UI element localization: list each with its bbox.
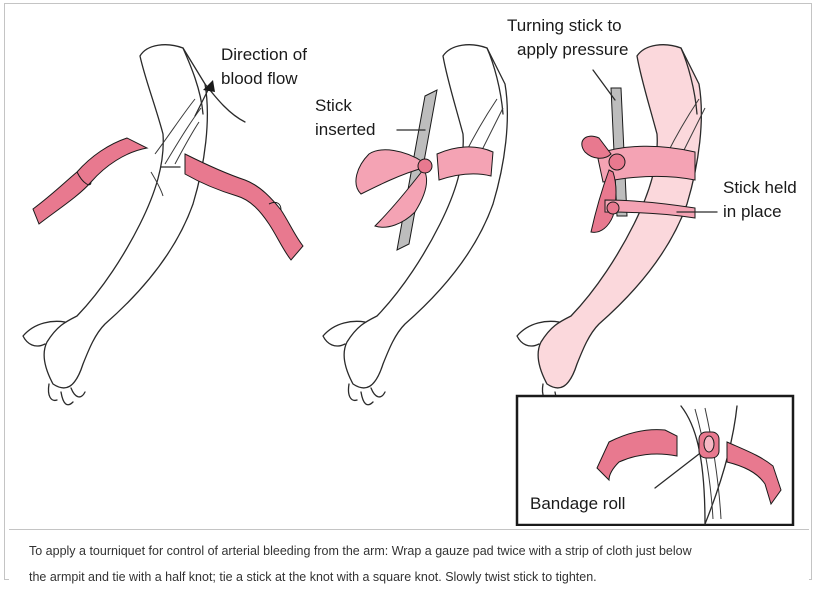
bandage-2-band xyxy=(437,147,493,180)
arm-1-outline xyxy=(44,45,207,388)
bandage-roll-icon xyxy=(699,432,719,458)
caption-line-2: the armpit and tie with a half knot; tie… xyxy=(29,564,803,590)
label-direction-of-blood-flow-line2: blood flow xyxy=(221,69,298,88)
bandage-strip-right xyxy=(185,154,303,260)
tourniquet-figure: Direction of blood flow Stick inserted T… xyxy=(4,3,812,580)
label-turning-stick-line1: Turning stick to xyxy=(507,16,622,35)
label-bandage-roll: Bandage roll xyxy=(530,494,625,513)
label-stick-inserted-line1: Stick xyxy=(315,96,352,115)
label-stick-inserted-line2: inserted xyxy=(315,120,375,139)
label-stick-held-line1: Stick held xyxy=(723,178,797,197)
panel-3-stick-twisted xyxy=(517,45,717,405)
bandage-strip-left xyxy=(33,138,147,224)
label-turning-stick-line2: apply pressure xyxy=(517,40,629,59)
label-stick-held-line2: in place xyxy=(723,202,782,221)
caption-line-1: To apply a tourniquet for control of art… xyxy=(29,538,803,564)
bandage-2-bow xyxy=(356,150,427,227)
panel-1-tourniquet-wrap xyxy=(23,45,303,405)
figure-caption: To apply a tourniquet for control of art… xyxy=(9,529,809,581)
label-direction-of-blood-flow-line1: Direction of xyxy=(221,45,307,64)
tourniquet-illustration: Direction of blood flow Stick inserted T… xyxy=(5,4,813,526)
